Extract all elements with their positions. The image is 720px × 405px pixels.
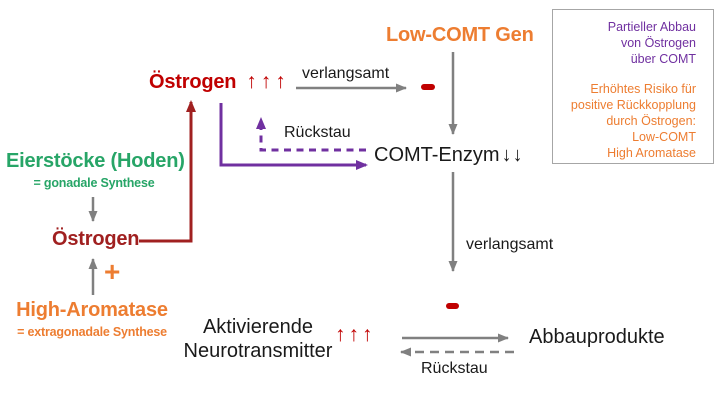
info-box-orange-line: durch Östrogen: [606, 113, 696, 128]
backlog-label-bottom: Rückstau [421, 360, 488, 377]
gonadal-synthesis-node: Eierstöcke (Hoden) = gonadale Synthese [6, 150, 185, 190]
neurotransmitter-increase-arrows-icon: ↑↑↑ [335, 323, 376, 346]
info-box-orange-line: positive Rückkopplung [570, 98, 696, 113]
comt-decrease-arrows-icon: ↓↓ [501, 144, 524, 166]
ovaries-label: Eierstöcke (Hoden) [6, 150, 185, 172]
arrow-estrogen-low-to-high [139, 100, 196, 243]
comt-enzyme-label: COMT-Enzym [374, 144, 500, 166]
info-box-purple-line: Partieller Abbau [607, 20, 696, 34]
extragonadal-synthesis-sublabel: = extragonadale Synthese [17, 325, 167, 339]
low-comt-gen-label: Low-COMT Gen [386, 24, 534, 46]
neurotransmitter-line2: Neurotransmitter [183, 339, 333, 362]
inhibition-minus-icon-top [421, 84, 435, 90]
info-box-spacer [559, 67, 696, 82]
slowed-label-bottom: verlangsamt [466, 236, 554, 253]
plus-sign-icon: + [104, 256, 121, 287]
estrogen-low-label: Östrogen [52, 228, 140, 250]
slowed-label-top: verlangsamt [302, 65, 390, 82]
estrogen-increase-arrows-icon: ↑↑↑ [246, 70, 290, 93]
info-box-purple-line: von Östrogen [620, 35, 696, 50]
info-box: Partieller Abbau von Östrogen über COMT … [552, 9, 714, 164]
arrow-backlog-comt-to-estrogen [256, 117, 366, 152]
info-box-purple-line: über COMT [630, 51, 696, 66]
info-box-orange-line: High Aromatase [607, 145, 696, 160]
gonadal-synthesis-sublabel: = gonadale Synthese [33, 176, 155, 190]
comt-enzyme-node: COMT-Enzym ↓↓ [374, 144, 524, 167]
info-box-orange-line: Erhöhtes Risiko für [590, 82, 696, 97]
estrogen-high-node: Östrogen ↑↑↑ [149, 70, 290, 94]
info-box-orange-line: Low-COMT [632, 129, 696, 144]
inhibition-minus-icon-bottom [446, 303, 459, 309]
neurotransmitter-line1: Aktivierende [202, 316, 314, 338]
high-aromatase-label: High-Aromatase [16, 299, 168, 321]
arrow-estrogen-to-comt [219, 103, 368, 170]
degradation-products-label: Abbauprodukte [529, 326, 665, 348]
estrogen-high-label: Östrogen [149, 71, 237, 93]
backlog-label-top: Rückstau [284, 124, 351, 141]
aromatase-node: High-Aromatase = extragonadale Synthese [4, 299, 180, 339]
neurotransmitter-node: Aktivierende Neurotransmitter [178, 316, 338, 363]
